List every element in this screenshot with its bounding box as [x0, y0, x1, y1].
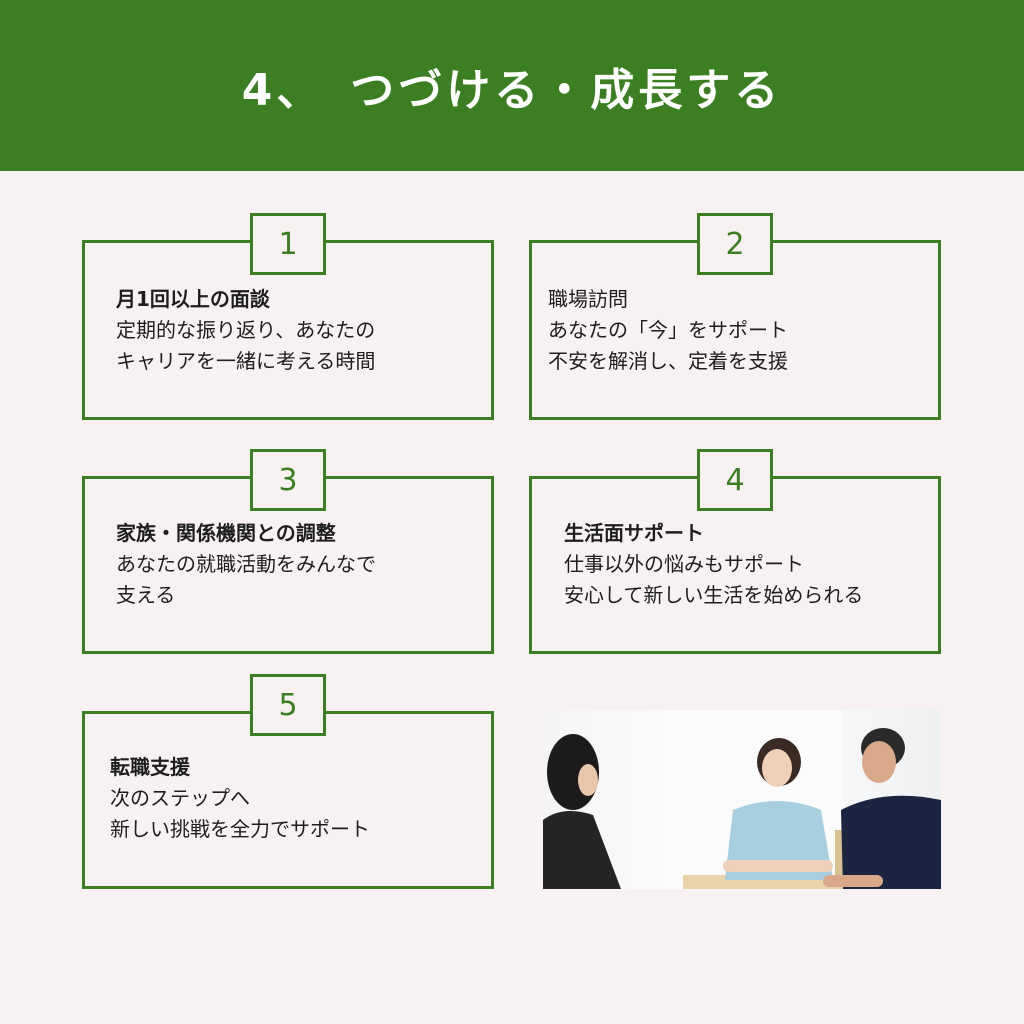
card-1-line-2: キャリアを一緒に考える時間 [116, 349, 376, 373]
card-2-line-1: あなたの「今」をサポート [548, 318, 788, 342]
card-4-text: 生活面サポート 仕事以外の悩みもサポート 安心して新しい生活を始められる [564, 518, 863, 611]
card-5-title: 転職支援 [110, 755, 190, 779]
card-1-title: 月1回以上の面談 [116, 287, 270, 311]
card-5-number-badge: 5 [250, 674, 326, 736]
card-1-text: 月1回以上の面談 定期的な振り返り、あなたの キャリアを一緒に考える時間 [116, 284, 375, 377]
card-4-title: 生活面サポート [564, 521, 704, 545]
card-3-line-2: 支える [116, 583, 176, 607]
page-title: 4、 つづける・成長する [241, 64, 783, 116]
card-4-number-badge: 4 [697, 449, 773, 511]
card-3-number: 3 [278, 462, 298, 498]
card-2-number: 2 [725, 226, 745, 262]
card-2-number-badge: 2 [697, 213, 773, 275]
card-5-text: 転職支援 次のステップへ 新しい挑戦を全力でサポート [110, 752, 370, 845]
card-1-number-badge: 1 [250, 213, 326, 275]
card-1-line-1: 定期的な振り返り、あなたの [116, 318, 376, 342]
card-4-number: 4 [725, 462, 745, 498]
card-4-line-2: 安心して新しい生活を始められる [564, 583, 864, 607]
card-2-line-2: 不安を解消し、定着を支援 [548, 349, 788, 373]
card-3-title: 家族・関係機関との調整 [116, 521, 336, 545]
card-3-line-1: あなたの就職活動をみんなで [116, 552, 376, 576]
card-4-line-1: 仕事以外の悩みもサポート [564, 552, 804, 576]
card-2-title: 職場訪問 [548, 287, 628, 311]
header-banner: 4、 つづける・成長する [0, 0, 1024, 171]
card-5-number: 5 [278, 687, 298, 723]
card-3-number-badge: 3 [250, 449, 326, 511]
card-5-line-1: 次のステップへ [110, 786, 250, 810]
card-2-text: 職場訪問 あなたの「今」をサポート 不安を解消し、定着を支援 [548, 284, 788, 377]
card-3-text: 家族・関係機関との調整 あなたの就職活動をみんなで 支える [116, 518, 376, 611]
consultation-illustration [543, 710, 941, 889]
card-1-number: 1 [278, 226, 298, 262]
card-5-line-2: 新しい挑戦を全力でサポート [110, 817, 370, 841]
consultation-photo [543, 710, 941, 889]
